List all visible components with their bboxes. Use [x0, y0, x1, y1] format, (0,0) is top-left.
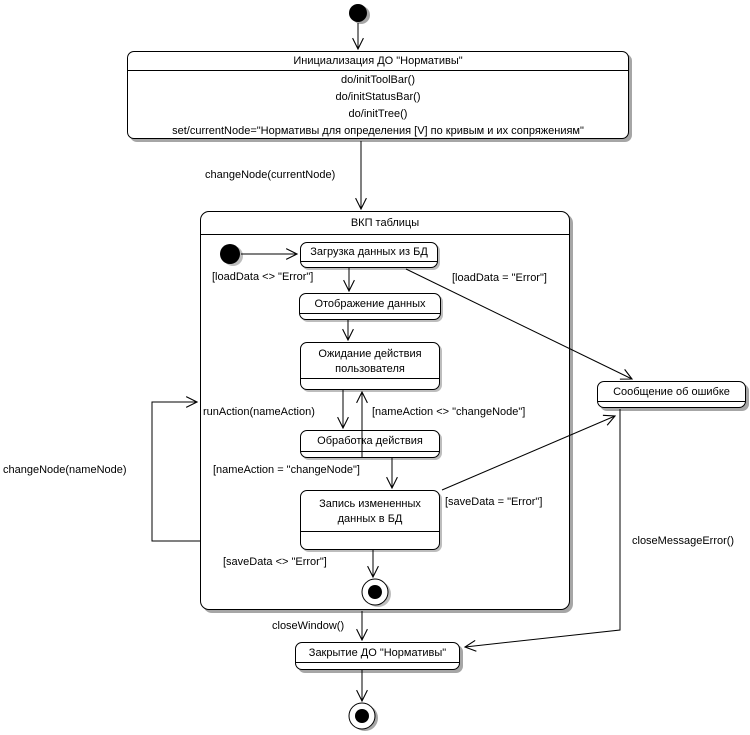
state-divider: [301, 378, 439, 379]
final-node-bottom: [348, 702, 378, 731]
initial-node-top: [349, 4, 370, 24]
state-divider: [301, 531, 439, 532]
state-load-data: Загрузка данных из БД: [300, 242, 438, 268]
label-action-changenode: [nameAction = "changeNode"]: [213, 464, 360, 476]
label-action-not-changenode: [nameAction <> "changeNode"]: [372, 406, 526, 418]
state-title: ВКП таблицы: [201, 212, 569, 235]
label-close-window: closeWindow(): [272, 620, 345, 632]
state-process-action: Обработка действия: [300, 430, 440, 458]
state-divider: [301, 261, 437, 262]
state-title: Загрузка данных из БД: [310, 246, 428, 258]
state-save-data: Запись измененных данных в БД: [300, 490, 440, 550]
state-error-message: Сообщение об ошибке: [597, 381, 746, 408]
label-save-error: [saveData = "Error"]: [445, 496, 543, 508]
action-init-tree: do/initTree(): [348, 108, 408, 120]
action-init-toolbar: do/initToolBar(): [341, 74, 415, 86]
state-title: Инициализация ДО "Нормативы": [128, 52, 628, 71]
label-load-error: [loadData = "Error"]: [452, 272, 547, 284]
state-divider: [598, 401, 745, 402]
state-display-data: Отображение данных: [299, 293, 441, 320]
state-title: Обработка действия: [317, 435, 423, 447]
state-actions: do/initToolBar() do/initStatusBar() do/i…: [128, 71, 628, 140]
state-title: Отображение данных: [314, 298, 426, 310]
state-title: Ожидание действия пользователя: [318, 348, 422, 375]
state-init-normativy: Инициализация ДО "Нормативы" do/initTool…: [127, 51, 629, 139]
action-init-statusbar: do/initStatusBar(): [335, 91, 421, 103]
label-run-action: runAction(nameAction): [203, 406, 315, 418]
state-title: Закрытие ДО "Нормативы": [308, 647, 447, 659]
label-load-ok: [loadData <> "Error"]: [212, 271, 314, 283]
label-change-node-current: changeNode(currentNode): [205, 169, 336, 181]
state-divider: [296, 662, 459, 663]
transition-vkp-self-changenode: [151, 402, 200, 542]
state-divider: [301, 451, 439, 452]
state-wait-user-action: Ожидание действия пользователя: [300, 342, 440, 390]
action-set-currentnode: set/currentNode="Нормативы для определен…: [172, 125, 584, 137]
label-close-message-error: closeMessageError(): [632, 535, 735, 547]
state-close-normativy: Закрытие ДО "Нормативы": [295, 642, 460, 670]
state-title: Запись измененных данных в БД: [319, 498, 421, 525]
label-change-node-name: changeNode(nameNode): [3, 464, 127, 476]
state-divider: [300, 313, 440, 314]
state-title: Сообщение об ошибке: [613, 386, 730, 398]
label-save-ok: [saveData <> "Error"]: [223, 556, 327, 568]
